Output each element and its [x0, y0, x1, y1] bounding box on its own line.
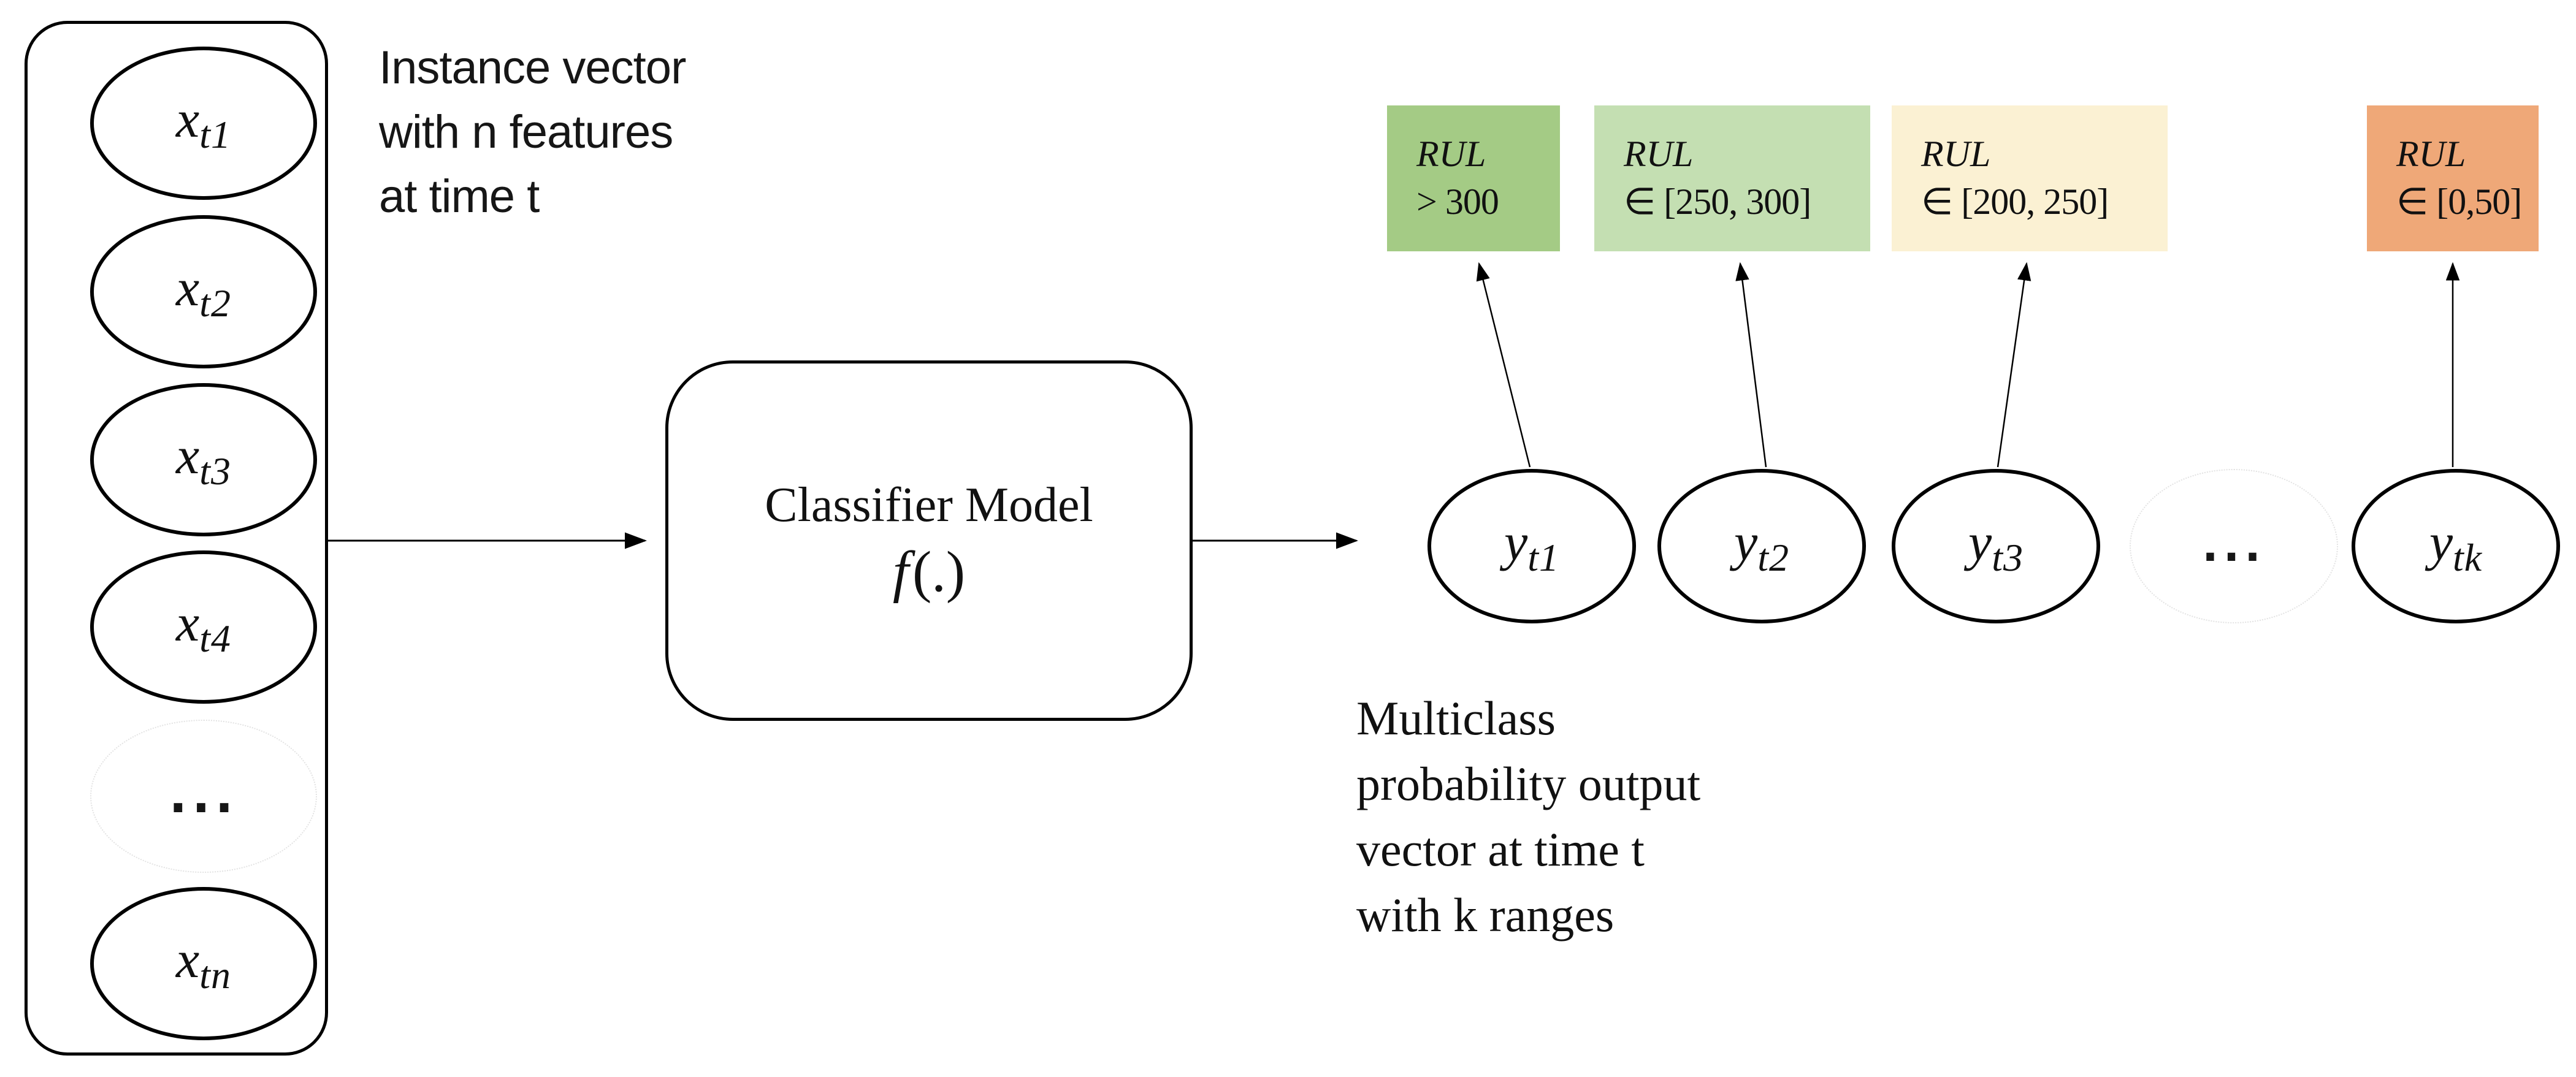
classifier-title: Classifier Model: [765, 478, 1093, 532]
node-label-yt2: yt2: [1734, 512, 1789, 579]
input-node-xt3: xt3: [90, 383, 317, 536]
rul-label: RUL: [1416, 134, 1486, 174]
node-label-xt1: xt1: [176, 89, 231, 156]
input-node-xt2: xt2: [90, 215, 317, 368]
input-caption: Instance vector with n features at time …: [379, 42, 686, 223]
output-dots-label: ...: [2202, 521, 2266, 571]
rul-label: RUL: [1624, 134, 1694, 174]
rul-label: RUL: [2396, 134, 2466, 174]
rul-range: ∈ [0,50]: [2396, 181, 2522, 222]
classifier-formula: f(.): [892, 540, 966, 604]
input-node-dots: ...: [90, 720, 317, 873]
rul-box-gt300: RUL > 300: [1387, 105, 1560, 251]
input-node-xt1: xt1: [90, 47, 317, 200]
output-node-yt2: yt2: [1657, 469, 1866, 623]
rul-range: ∈ [250, 300]: [1624, 181, 1811, 222]
output-node-yt3: yt3: [1892, 469, 2100, 623]
arrow-yt1-to-rul-gt300: [1476, 262, 1531, 468]
input-node-xt4: xt4: [90, 550, 317, 704]
output-caption: Multiclass probability output vector at …: [1356, 691, 1701, 942]
node-label-xt3: xt3: [176, 425, 231, 493]
node-label-xt4: xt4: [176, 593, 231, 660]
input-vector-panel: xt1 xt2 xt3 xt4 ... xtn: [25, 21, 328, 1056]
arrow-yt2-to-rul-250-300: [1735, 262, 1767, 468]
classifier-model-box: Classifier Model f(.): [665, 360, 1193, 721]
node-label-xt2: xt2: [176, 257, 231, 325]
rul-range: > 300: [1416, 181, 1499, 222]
rul-label: RUL: [1921, 134, 1991, 174]
input-dots-label: ...: [169, 769, 239, 824]
output-node-dots: ...: [2130, 469, 2338, 623]
node-label-yt1: yt1: [1504, 512, 1559, 579]
rul-box-200-250: RUL ∈ [200, 250]: [1892, 105, 2168, 251]
node-label-ytk: ytk: [2429, 512, 2483, 579]
node-label-yt3: yt3: [1968, 512, 2024, 579]
arrow-yt3-to-rul-200-250: [1997, 262, 2031, 468]
output-node-ytk: ytk: [2352, 469, 2560, 623]
rul-box-0-50: RUL ∈ [0,50]: [2367, 105, 2539, 251]
node-label-xtn: xtn: [176, 929, 231, 997]
input-node-xtn: xtn: [90, 887, 317, 1040]
rul-range: ∈ [200, 250]: [1921, 181, 2109, 222]
rul-box-250-300: RUL ∈ [250, 300]: [1594, 105, 1870, 251]
output-node-yt1: yt1: [1428, 469, 1636, 623]
